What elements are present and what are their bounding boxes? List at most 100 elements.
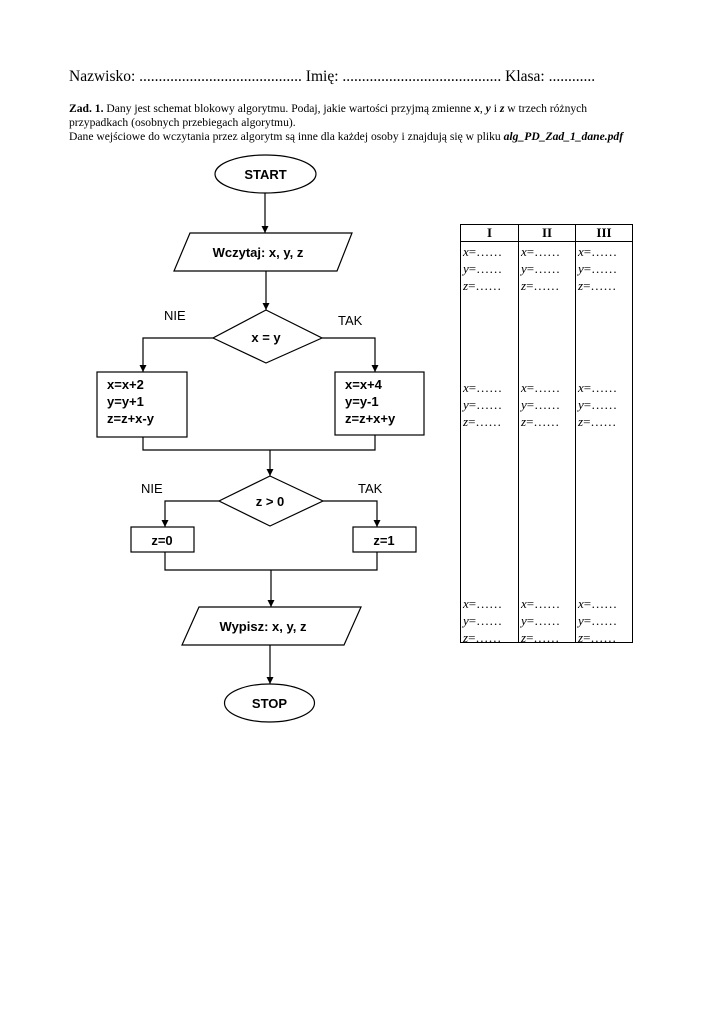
- answer-blank[interactable]: =……: [526, 261, 561, 276]
- answer-blank[interactable]: =……: [583, 630, 617, 645]
- var-x: x: [578, 596, 584, 611]
- answer-blank[interactable]: =……: [468, 244, 503, 259]
- cond2-yes-label: TAK: [358, 481, 383, 496]
- answer-blank[interactable]: =……: [583, 596, 618, 611]
- results-column-I[interactable]: x=……y=……z=…… x=……y=……z=…… x=……y=……z=……: [460, 241, 519, 646]
- var-z: z: [578, 414, 584, 429]
- task-line-3: Dane wejściowe do wczytania przez algory…: [69, 130, 669, 144]
- var-x: x: [578, 380, 584, 395]
- process-z-one: [352, 526, 417, 553]
- answer-group-2[interactable]: x=……y=……z=……: [463, 379, 502, 430]
- answer-group-1[interactable]: x=……y=……z=……: [578, 243, 617, 294]
- answer-blank[interactable]: =……: [583, 278, 617, 293]
- answer-blank[interactable]: =……: [468, 278, 502, 293]
- var-z: z: [521, 630, 527, 645]
- decision-z-gt-0: [217, 475, 325, 527]
- z-zero-label: z=0: [151, 533, 172, 548]
- student-info-line: Nazwisko: ..............................…: [69, 68, 595, 86]
- answer-blank[interactable]: =……: [526, 244, 561, 259]
- output-block: [181, 606, 362, 646]
- cond2-label: z > 0: [256, 494, 285, 509]
- answer-blank[interactable]: =……: [583, 244, 618, 259]
- answer-group-3[interactable]: x=……y=……z=……: [578, 595, 617, 646]
- stop-terminator: [223, 683, 316, 723]
- arrow-cond2-yes: [323, 500, 381, 527]
- var-x: x: [521, 596, 527, 611]
- answer-blank[interactable]: =……: [583, 261, 618, 276]
- answer-group-2[interactable]: x=……y=……z=……: [578, 379, 617, 430]
- answer-blank[interactable]: =……: [468, 630, 502, 645]
- surname-blank[interactable]: ........................................…: [139, 68, 302, 85]
- answer-blank[interactable]: =……: [526, 278, 560, 293]
- var-x: x: [474, 102, 480, 115]
- task-line-1: Zad. 1. Dany jest schemat blokowy algory…: [69, 102, 669, 116]
- answer-group-3[interactable]: x=……y=……z=……: [463, 595, 502, 646]
- var-y: y: [521, 261, 527, 276]
- task-sep: i: [490, 102, 500, 115]
- process-no-branch: [96, 371, 188, 438]
- var-z: z: [521, 278, 527, 293]
- arrow-cond1-no: [139, 337, 213, 372]
- var-z: z: [499, 102, 505, 115]
- results-column-II[interactable]: x=……y=……z=…… x=……y=……z=…… x=……y=……z=……: [518, 241, 576, 646]
- yes-branch-line-2: y=y-1: [345, 394, 379, 409]
- column-header-III: III: [575, 224, 633, 242]
- answer-blank[interactable]: =……: [526, 380, 561, 395]
- answer-blank[interactable]: =……: [583, 613, 618, 628]
- answer-group-1[interactable]: x=……y=……z=……: [521, 243, 560, 294]
- var-x: x: [521, 244, 527, 259]
- var-x: x: [463, 380, 469, 395]
- var-y: y: [485, 102, 491, 115]
- column-header-I: I: [460, 224, 519, 242]
- stop-label: STOP: [252, 696, 287, 711]
- answer-blank[interactable]: =……: [583, 380, 618, 395]
- answer-blank[interactable]: =……: [468, 380, 503, 395]
- answer-blank[interactable]: =……: [468, 397, 503, 412]
- var-y: y: [578, 613, 584, 628]
- yes-branch-line-1: x=x+4: [345, 377, 383, 392]
- answer-blank[interactable]: =……: [526, 414, 560, 429]
- answer-group-1[interactable]: x=……y=……z=……: [463, 243, 502, 294]
- z-one-label: z=1: [373, 533, 394, 548]
- task-description: Zad. 1. Dany jest schemat blokowy algory…: [69, 102, 669, 144]
- var-y: y: [463, 261, 469, 276]
- class-blank[interactable]: ............: [548, 68, 596, 85]
- var-y: y: [578, 397, 584, 412]
- var-x: x: [578, 244, 584, 259]
- answer-blank[interactable]: =……: [583, 397, 618, 412]
- answer-blank[interactable]: =……: [526, 613, 561, 628]
- answer-group-3[interactable]: x=……y=……z=……: [521, 595, 560, 646]
- var-z: z: [463, 414, 469, 429]
- answer-blank[interactable]: =……: [468, 613, 503, 628]
- class-label: Klasa:: [505, 68, 545, 85]
- var-x: x: [463, 596, 469, 611]
- results-body-row: x=……y=……z=…… x=……y=……z=…… x=……y=……z=…… x…: [460, 241, 633, 646]
- answer-blank[interactable]: =……: [526, 630, 560, 645]
- answer-blank[interactable]: =……: [526, 596, 561, 611]
- answer-blank[interactable]: =……: [583, 414, 617, 429]
- answer-blank[interactable]: =……: [526, 397, 561, 412]
- task-text: w trzech różnych: [504, 102, 588, 115]
- cond1-label: x = y: [251, 330, 281, 345]
- answer-group-2[interactable]: x=……y=……z=……: [521, 379, 560, 430]
- var-z: z: [463, 278, 469, 293]
- answer-blank[interactable]: =……: [468, 596, 503, 611]
- var-x: x: [521, 380, 527, 395]
- results-column-III[interactable]: x=……y=……z=…… x=……y=……z=…… x=……y=……z=……: [575, 241, 633, 646]
- cond1-no-label: NIE: [164, 308, 186, 323]
- cond1-yes-label: TAK: [338, 313, 363, 328]
- task-sep: ,: [479, 102, 486, 115]
- name-blank[interactable]: ........................................…: [342, 68, 502, 85]
- var-x: x: [463, 244, 469, 259]
- var-y: y: [578, 261, 584, 276]
- var-z: z: [463, 630, 469, 645]
- column-header-II: II: [518, 224, 576, 242]
- yes-branch-line-3: z=z+x+y: [345, 411, 396, 426]
- answer-blank[interactable]: =……: [468, 261, 503, 276]
- cond2-no-label: NIE: [141, 481, 163, 496]
- merge-line-1: [142, 435, 376, 451]
- process-z-zero: [130, 526, 195, 553]
- merge-line-2: [164, 552, 378, 571]
- answer-blank[interactable]: =……: [468, 414, 502, 429]
